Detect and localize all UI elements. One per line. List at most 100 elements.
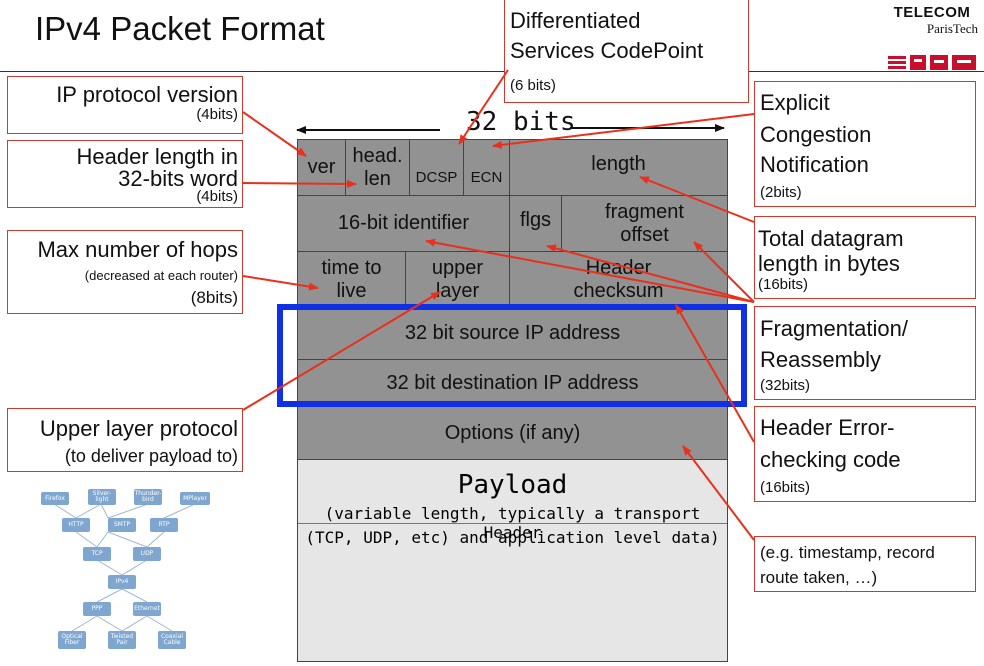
- field-ttl: time to live: [297, 251, 406, 308]
- arrow-header-error: [675, 304, 755, 443]
- page-title: IPv4 Packet Format: [35, 10, 325, 47]
- arrow-dscp: [458, 69, 509, 145]
- field-dscp-label: DCSP: [415, 168, 458, 186]
- arrow-frag-identifier: [425, 238, 755, 303]
- callout-fragmentation: Fragmentation/ Reassembly (32bits): [754, 306, 976, 400]
- callout-header-length-line2: 32-bits word: [118, 166, 238, 191]
- stack-tcp: TCP: [83, 547, 111, 561]
- callout-header-length-line1: Header length in: [76, 144, 238, 169]
- callout-dscp-line2: Services CodePoint: [510, 38, 704, 63]
- field-fragment-offset-line2: offset: [620, 223, 669, 246]
- stack-ipv4: IPv4: [108, 575, 136, 589]
- callout-options-line2: route taken, …): [760, 568, 878, 587]
- field-total-length-label: length: [591, 153, 646, 175]
- field-header-length: head. len: [345, 139, 410, 196]
- callout-ip-version: IP protocol version (4bits): [7, 76, 243, 134]
- field-source-address: 32 bit source IP address: [297, 307, 728, 360]
- field-protocol-line1: upper: [431, 256, 484, 279]
- stack-smtp: SMTP: [108, 518, 136, 532]
- callout-total-length: Total datagram length in bytes (16bits): [754, 216, 976, 299]
- arrow-version: [242, 111, 307, 157]
- field-destination-address: 32 bit destination IP address: [297, 359, 728, 407]
- field-ttl-line2: live: [336, 279, 367, 302]
- payload-desc-line2: (TCP, UDP, etc) and application level da…: [305, 528, 720, 547]
- callout-header-error-line2: checking code: [760, 447, 901, 472]
- stack-app-silverlight: Silver-light: [88, 489, 116, 505]
- field-protocol: upper layer: [405, 251, 510, 308]
- callout-upper-layer: Upper layer protocol (to deliver payload…: [7, 408, 243, 472]
- arrow-ecn: [492, 113, 755, 149]
- field-options-label: Options (if any): [444, 421, 581, 444]
- callout-ip-version-bits: (4bits): [196, 106, 238, 123]
- field-source-address-label: 32 bit source IP address: [404, 322, 621, 344]
- stack-ppp: PPP: [83, 602, 111, 616]
- callout-fragmentation-bits: (32bits): [760, 377, 811, 394]
- callout-max-hops-sub: (decreased at each router): [84, 268, 238, 283]
- callout-max-hops-bits: (8bits): [190, 288, 238, 307]
- payload-title: Payload: [457, 470, 568, 500]
- callout-max-hops-text: Max number of hops: [37, 237, 238, 262]
- arrow-frag-offset: [693, 241, 755, 303]
- stack-ethernet: Ethernet: [133, 602, 161, 616]
- field-identifier: 16-bit identifier: [297, 195, 510, 252]
- callout-ecn-bits: (2bits): [760, 184, 802, 201]
- payload-area: Payload (variable length, typically a tr…: [297, 459, 728, 662]
- callout-dscp-line1: Differentiated: [510, 8, 641, 33]
- callout-ecn: Explicit Congestion Notification (2bits): [754, 81, 976, 207]
- callout-total-length-line1: Total datagram: [758, 226, 904, 251]
- stack-app-thunderbird: Thunder-bird: [134, 489, 162, 505]
- callout-options: (e.g. timestamp, record route taken, …): [754, 536, 976, 592]
- payload-divider: [298, 523, 727, 524]
- stack-app-firefox: Firefox: [41, 492, 69, 505]
- field-header-length-line1: head.: [352, 144, 403, 167]
- callout-header-error-bits: (16bits): [760, 479, 811, 496]
- arrow-header-length: [242, 179, 357, 188]
- stack-coaxial-cable: Coaxial Cable: [158, 631, 186, 649]
- callout-header-error-line1: Header Error-: [760, 415, 895, 440]
- callout-upper-layer-text: Upper layer protocol: [39, 416, 238, 441]
- arrow-max-hops: [242, 275, 319, 291]
- stack-twisted-pair: Twisted Pair: [108, 631, 136, 649]
- callout-ecn-line1: Explicit: [760, 90, 830, 115]
- logo-line1: TELECOM: [893, 4, 971, 21]
- callout-max-hops: Max number of hops (decreased at each ro…: [7, 230, 243, 314]
- arrow-total-length: [639, 176, 755, 223]
- callout-header-length-bits: (4bits): [196, 188, 238, 205]
- callout-fragmentation-line2: Reassembly: [760, 347, 882, 372]
- callout-total-length-line2: length in bytes: [758, 251, 900, 276]
- field-header-length-line2: len: [364, 167, 391, 190]
- field-flags: flgs: [509, 195, 562, 252]
- callout-dscp-bits: (6 bits): [510, 77, 556, 94]
- logo-red-band: [886, 54, 978, 70]
- arrow-frag-flags: [546, 244, 755, 303]
- arrow-options: [682, 445, 755, 541]
- callout-ip-version-text: IP protocol version: [56, 82, 238, 107]
- arrow-upper-layer: [242, 291, 441, 411]
- stack-udp: UDP: [133, 547, 161, 561]
- stack-http: HTTP: [62, 518, 90, 532]
- telecom-paristech-logo: TELECOM ParisTech: [886, 2, 978, 74]
- field-version-label: ver: [307, 156, 336, 178]
- callout-header-error: Header Error- checking code (16bits): [754, 406, 976, 502]
- callout-total-length-bits: (16bits): [758, 276, 809, 293]
- field-fragment-offset-line1: fragment: [605, 200, 684, 223]
- callout-dscp: Differentiated Services CodePoint (6 bit…: [504, 0, 749, 103]
- field-flags-label: flgs: [519, 209, 552, 231]
- callout-fragmentation-line1: Fragmentation/: [760, 316, 908, 341]
- stack-app-mplayer: MPlayer: [180, 492, 210, 505]
- field-total-length: length: [509, 139, 728, 196]
- bits-width-label: 32 bits: [466, 107, 576, 137]
- field-identifier-label: 16-bit identifier: [337, 212, 470, 234]
- callout-options-line1: (e.g. timestamp, record: [760, 543, 935, 562]
- callout-ecn-line2: Congestion: [760, 122, 872, 147]
- field-destination-address-label: 32 bit destination IP address: [386, 371, 639, 394]
- field-ecn-label: ECN: [470, 168, 503, 186]
- payload-desc-line1: (variable length, typically a transport …: [324, 504, 701, 542]
- bits-dimension-arrows: [296, 124, 725, 134]
- title-divider: [0, 71, 984, 72]
- callout-upper-layer-sub: (to deliver payload to): [64, 446, 238, 466]
- field-header-checksum-line2: checksum: [573, 279, 664, 302]
- protocol-stack-lines: [53, 503, 196, 632]
- protocol-stack-diagram: Firefox Silver-light Thunder-bird MPlaye…: [36, 485, 216, 655]
